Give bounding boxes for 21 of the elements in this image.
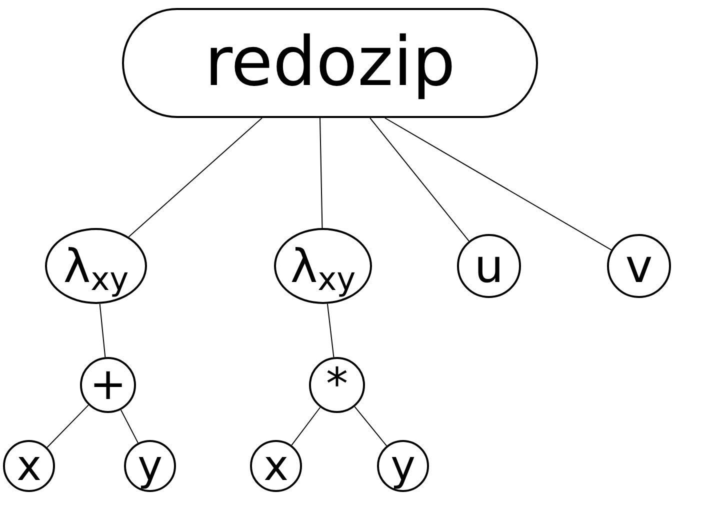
connector-line — [120, 409, 139, 444]
ellipse-node: x — [3, 440, 55, 492]
ellipse-node: v — [607, 234, 671, 298]
ellipse-node: y — [124, 440, 176, 492]
connector-line — [384, 118, 612, 250]
connector-line — [291, 406, 321, 446]
ellipse-node: λ$_{xy}$ — [274, 228, 372, 304]
ellipse-node: y — [377, 440, 429, 492]
connector-line — [354, 406, 388, 446]
rounded-node: redozip — [122, 8, 538, 118]
connector-line — [46, 404, 89, 448]
connector-line — [99, 303, 106, 358]
ellipse-node: + — [80, 357, 136, 413]
ellipse-node: λ$_{xy}$ — [45, 228, 147, 304]
ellipse-node: x — [250, 440, 302, 492]
ellipse-node: * — [309, 357, 365, 413]
connector-line — [326, 303, 334, 358]
ellipse-node: u — [457, 234, 521, 298]
connector-line — [370, 118, 470, 242]
connector-line — [128, 118, 262, 238]
connector-line — [320, 118, 323, 228]
